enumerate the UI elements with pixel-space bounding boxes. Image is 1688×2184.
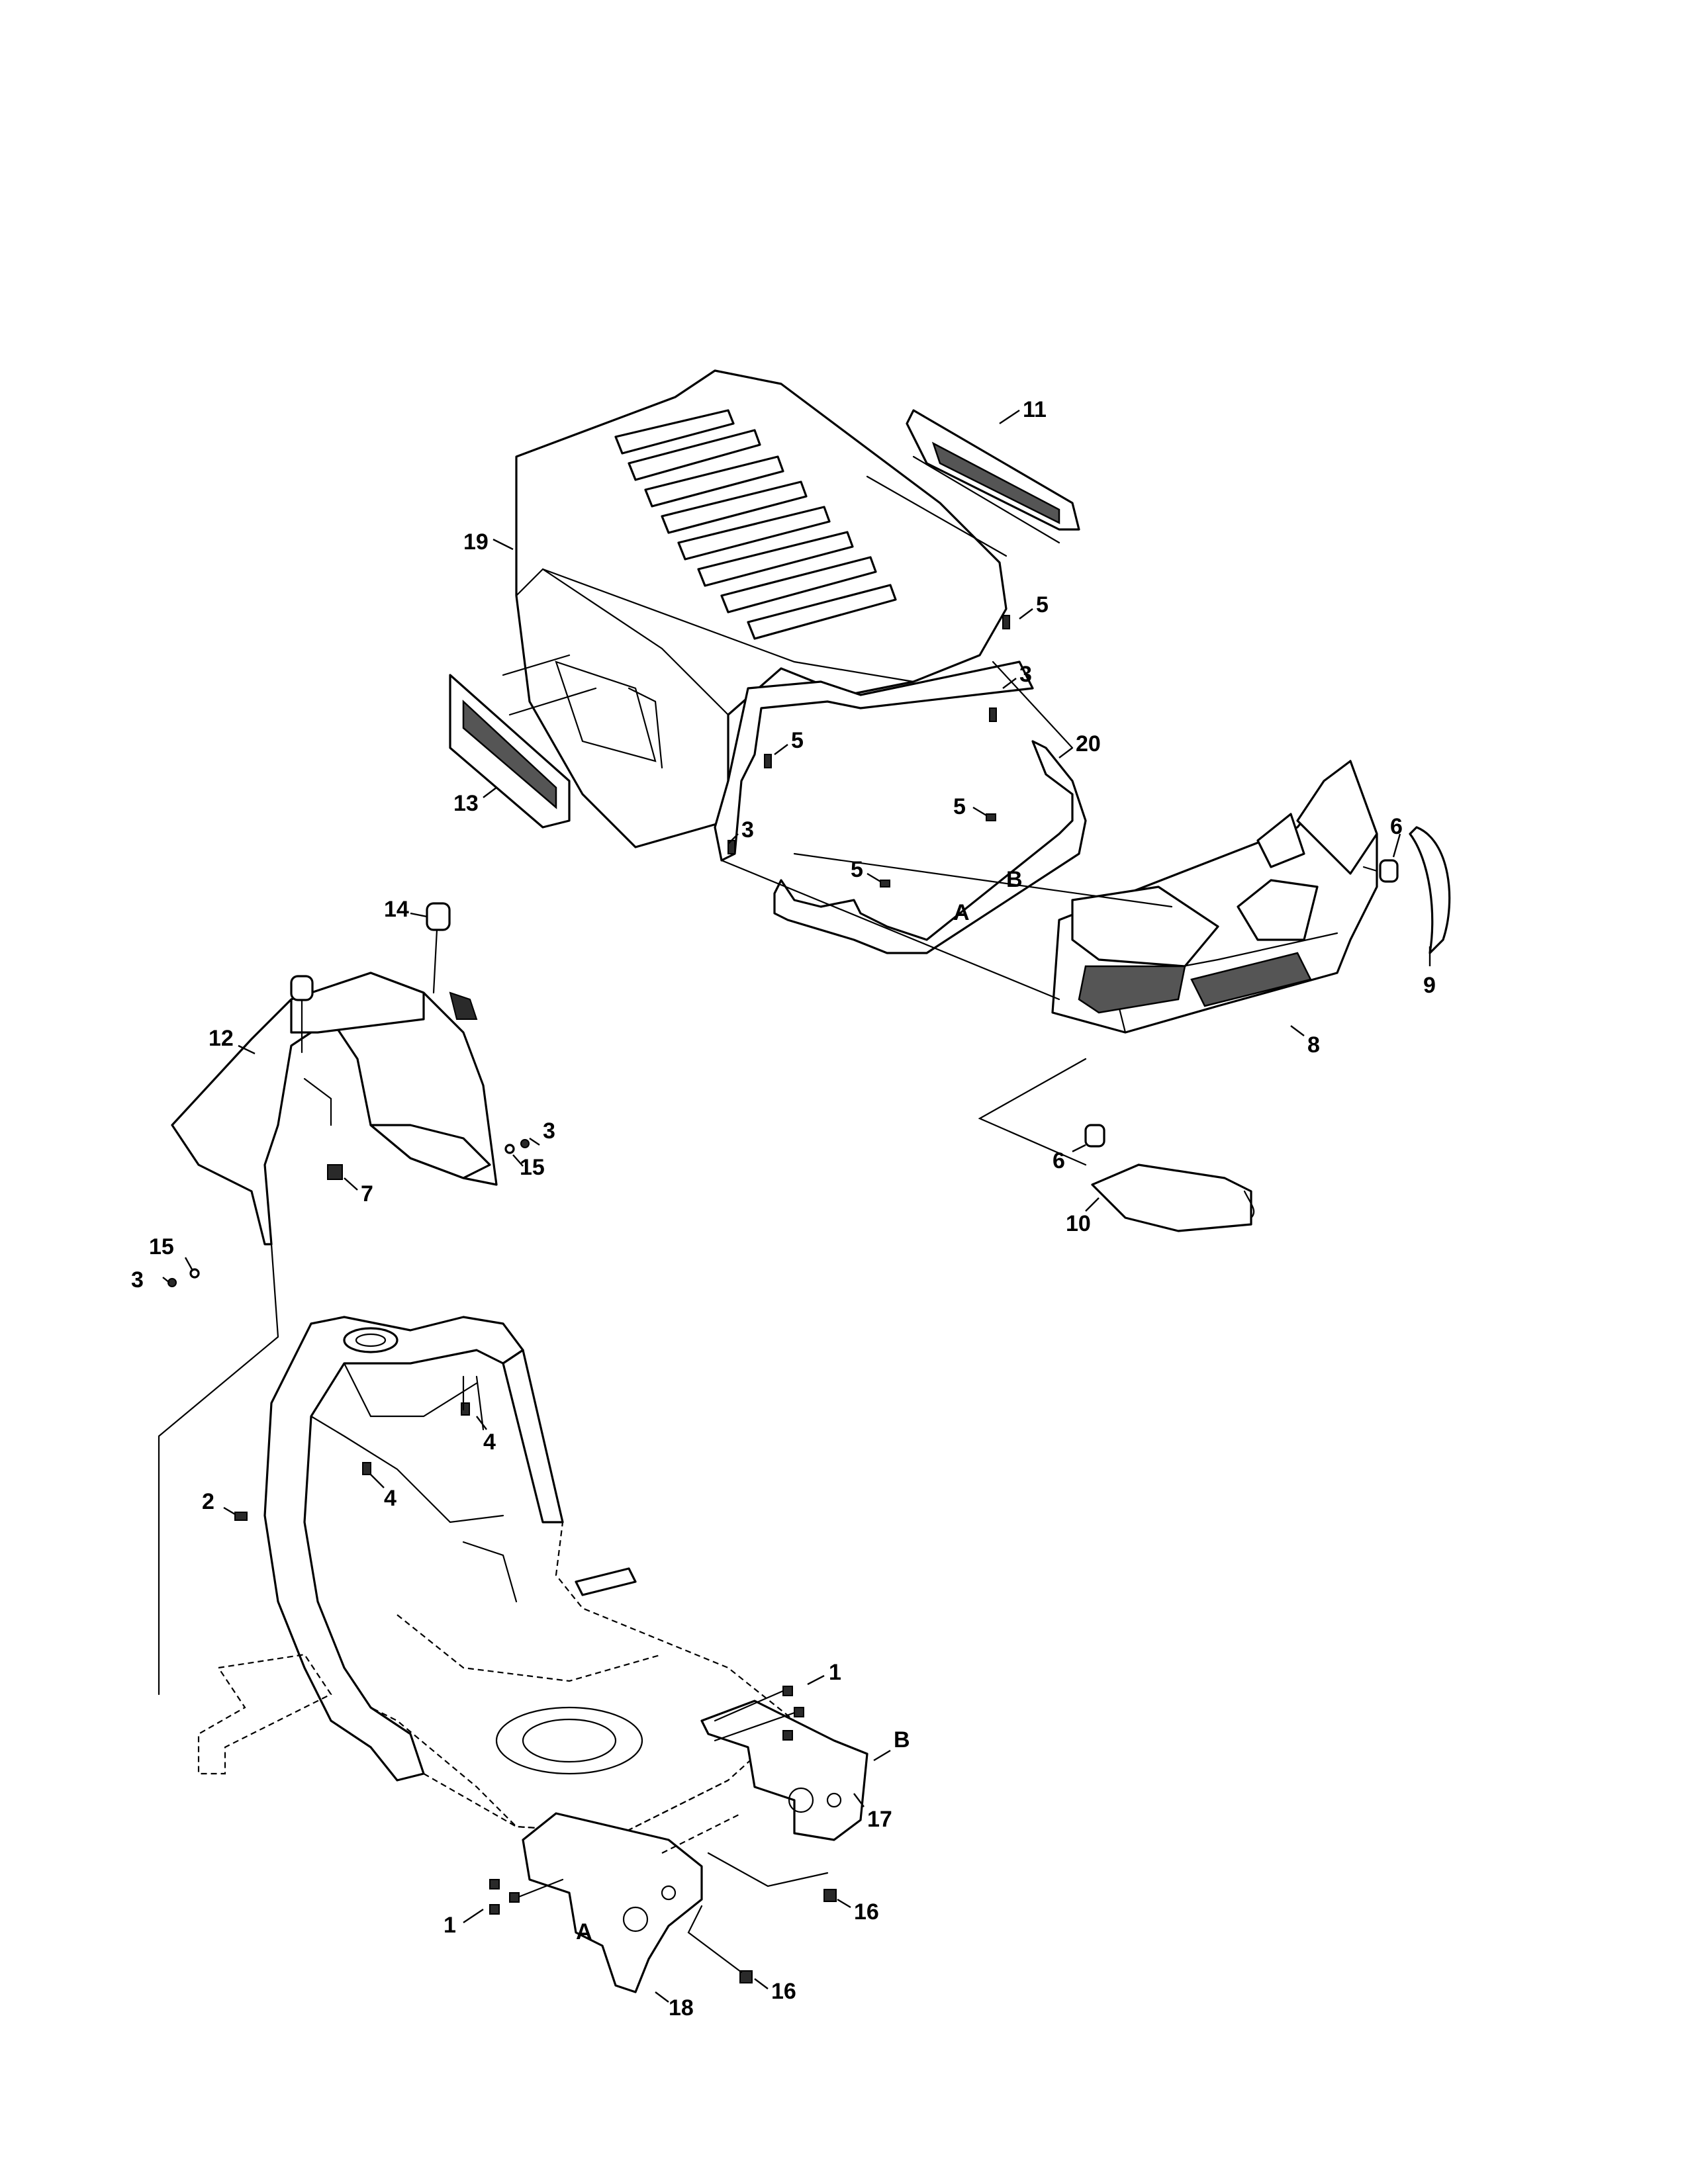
bulb-top [1362,859,1399,883]
front-grille [1051,760,1378,1034]
callout-6-top: 6 [1390,814,1403,839]
callout-5-hood-left: 5 [791,728,804,753]
callout-19: 19 [463,529,489,555]
callout-3-dash-right: 3 [543,1118,555,1144]
light-lens [1409,826,1451,954]
frame [197,1316,796,1835]
callout-12: 12 [209,1026,234,1051]
callout-20: 20 [1076,731,1101,756]
callout-17: 17 [867,1807,892,1832]
clip [327,1164,343,1180]
callout-B-bracket: B [894,1727,910,1752]
callout-4-right: 4 [483,1430,496,1455]
bulb-bottom [1084,1124,1105,1148]
screw-4b [461,1402,470,1416]
washer-left [189,1268,200,1279]
headlight-lens [1091,1163,1252,1232]
hood [515,369,1008,848]
screw-4a [362,1462,371,1475]
callout-1-left: 1 [444,1913,456,1938]
callout-10: 10 [1066,1211,1091,1236]
callout-5-bracket: 5 [953,794,966,819]
callout-18: 18 [669,1995,694,2021]
hood-bracket [714,660,1087,954]
callout-11: 11 [1023,397,1047,422]
callout-16-left: 16 [771,1979,796,2004]
bracket-left [522,1812,703,1993]
side-grille-right [906,409,1080,531]
callout-3-dash-left: 3 [131,1267,144,1293]
callout-3-hood-right: 3 [1019,662,1032,687]
callout-7: 7 [361,1181,373,1206]
callout-A-bracket: A [576,1919,592,1944]
callout-8: 8 [1307,1032,1320,1058]
callout-1-right: 1 [829,1660,841,1685]
nut-16a [823,1889,837,1902]
nut-16b [739,1970,753,1983]
callout-15-dash-right: 15 [520,1155,545,1180]
callout-B-hood: B [1006,867,1023,892]
callout-5-lower: 5 [851,857,863,882]
nut-right [520,1139,530,1148]
screw-2 [234,1512,248,1521]
hood-vents [614,409,897,640]
callout-16-right: 16 [854,1899,879,1925]
callout-3-hood-left: 3 [741,817,754,842]
callout-4-left: 4 [384,1486,397,1511]
hood-fasteners [727,615,1010,887]
callout-labels: 11 19 5 3 20 5 13 3 5 B 5 A 6 9 8 6 10 1… [131,397,1436,2021]
dash-panel [171,972,498,1246]
side-grille-left [449,674,571,829]
callout-5-hood-right: 5 [1036,592,1049,617]
leader-lines [162,410,1431,2003]
callout-15-dash-left: 15 [149,1234,174,1259]
callout-A-hood: A [953,900,970,925]
callout-2: 2 [202,1489,214,1514]
bolts-right [714,1686,804,1742]
callout-9: 9 [1423,973,1436,998]
washer-right [504,1144,515,1154]
knob-top [426,902,451,931]
knob-left [290,975,314,1001]
bracket-right [700,1700,868,1841]
callout-6-bottom: 6 [1053,1148,1065,1173]
bolts-left [489,1878,564,1915]
nut-left [167,1278,177,1287]
callout-14: 14 [384,897,409,922]
callout-13: 13 [453,791,479,816]
